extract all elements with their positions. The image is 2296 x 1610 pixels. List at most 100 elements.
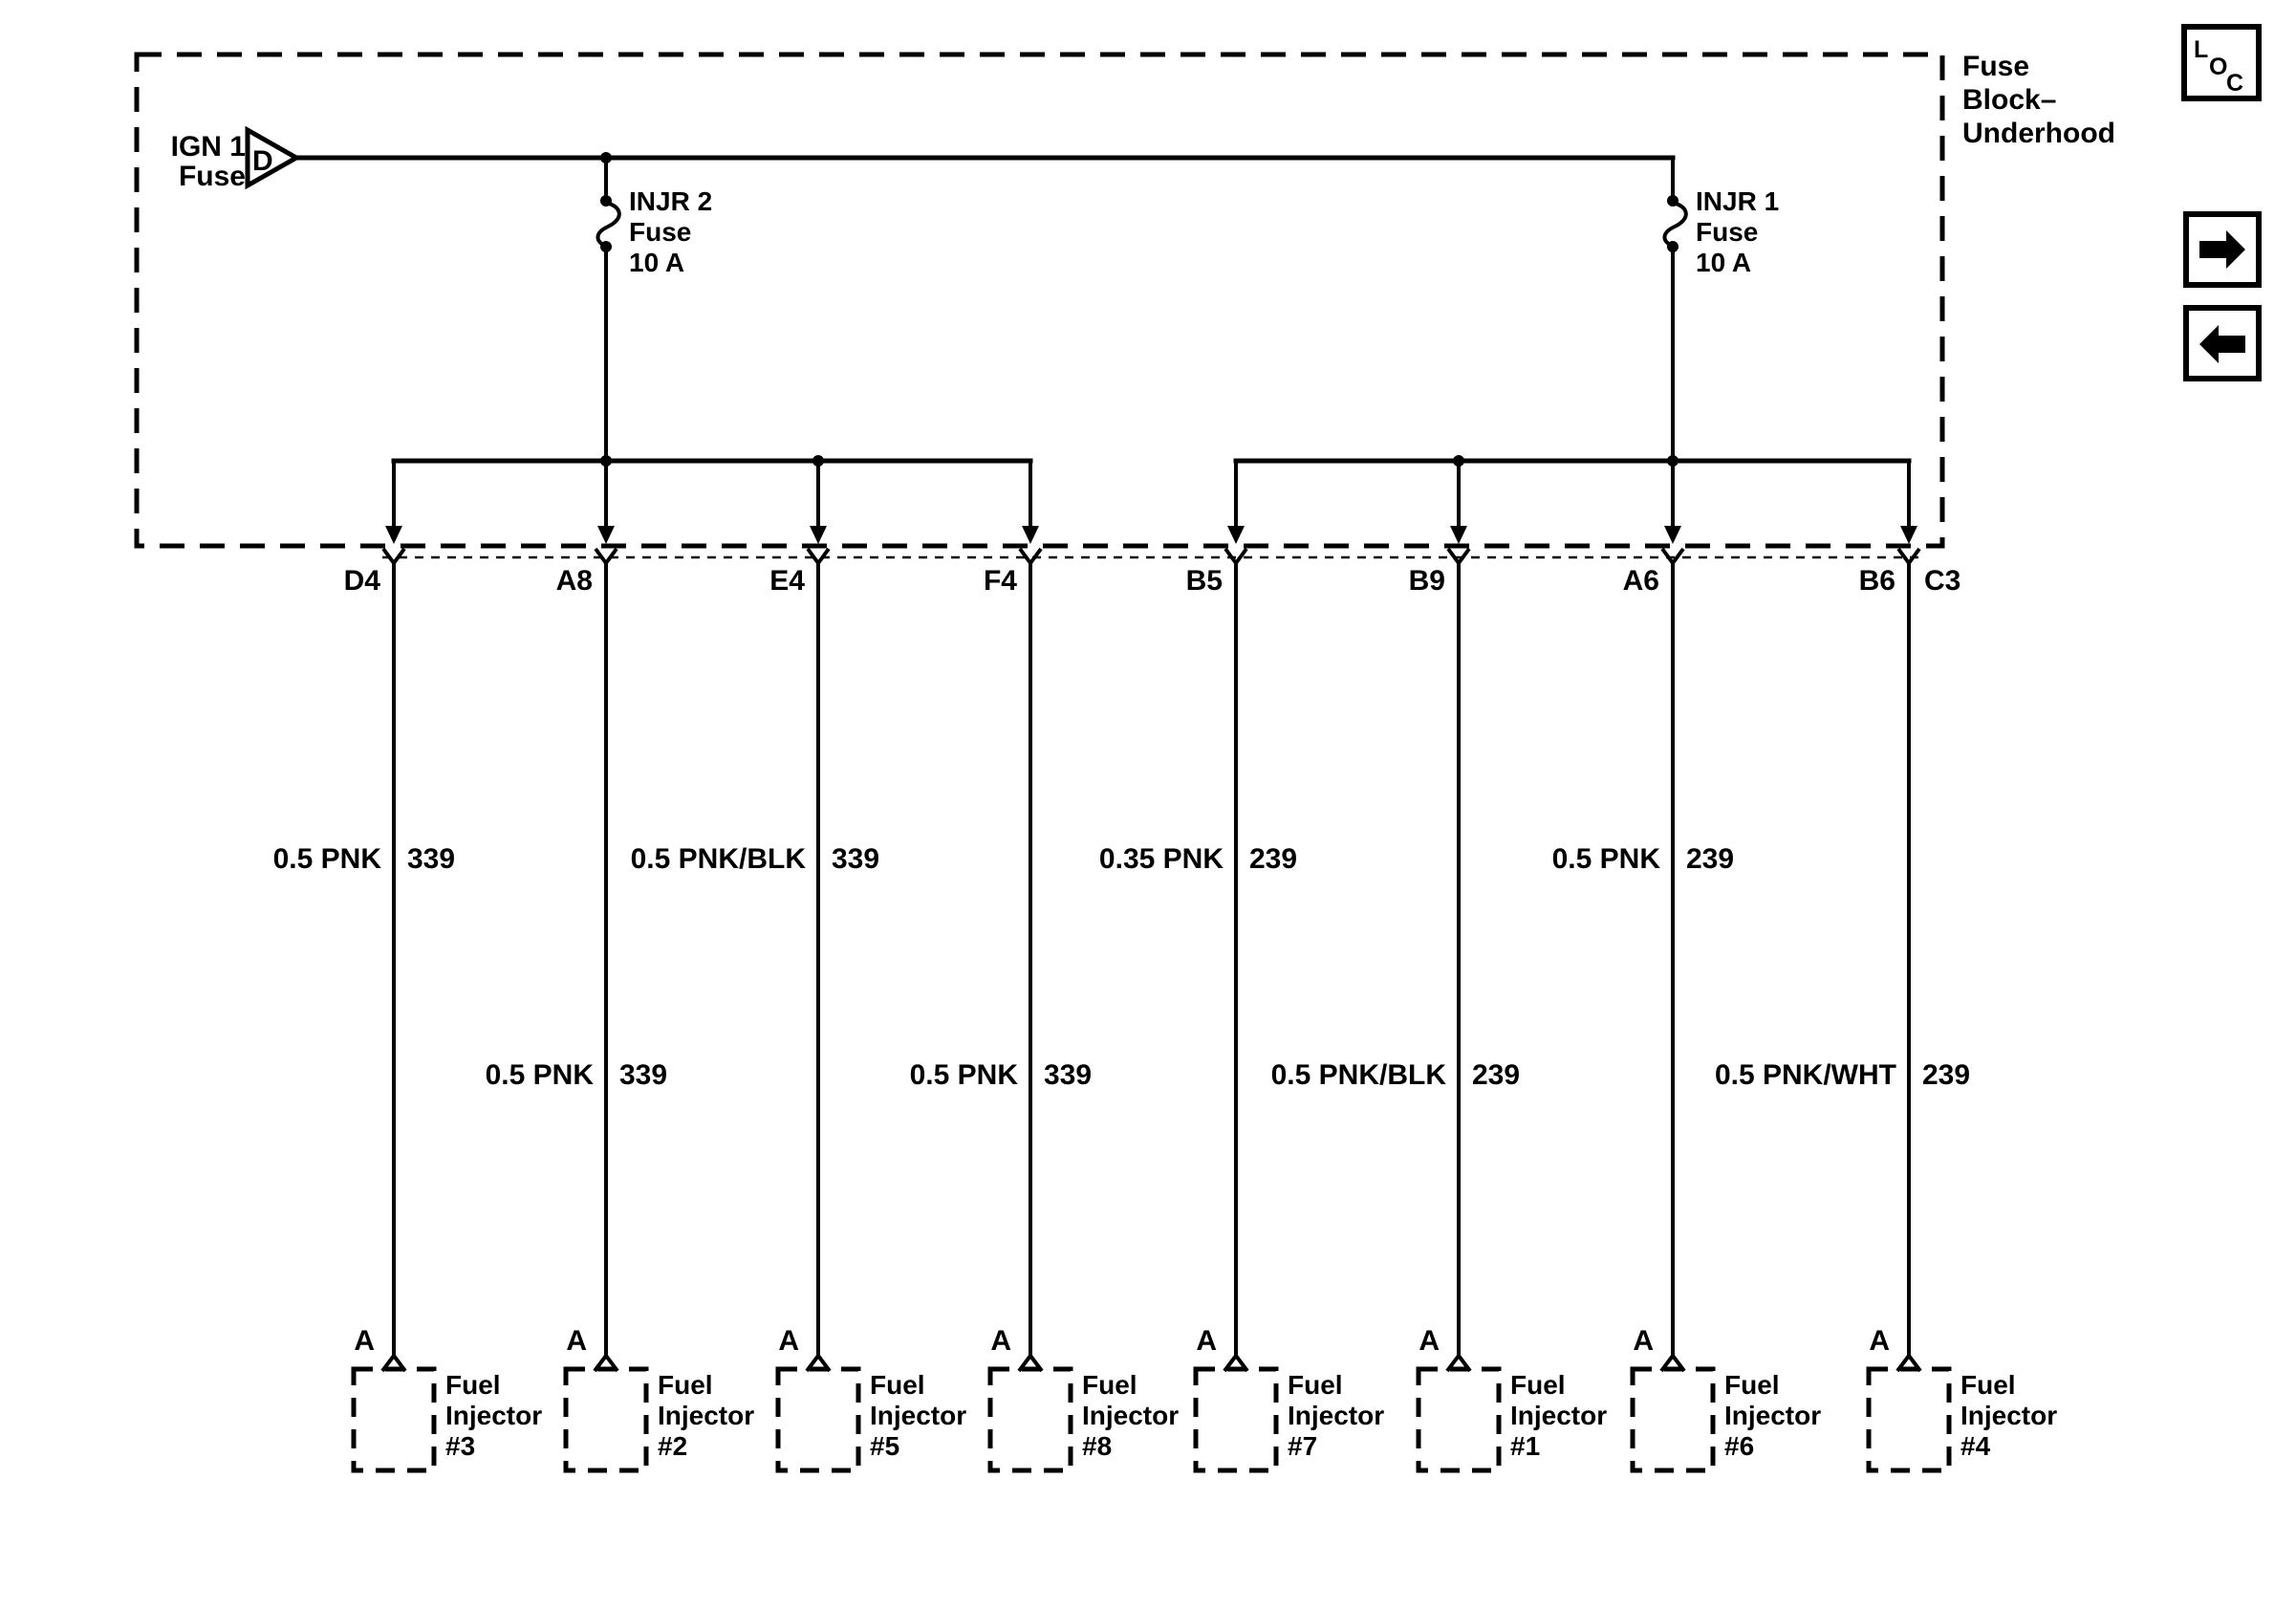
loc-letter-c: C xyxy=(2226,70,2243,97)
fuse-injr1: INJR 1 Fuse 10 A xyxy=(1662,158,1779,277)
injector-label-line2: Injector xyxy=(1960,1401,2057,1430)
connector-fork xyxy=(1896,547,1921,565)
injector-label-line1: Fuel xyxy=(1724,1370,1780,1400)
injector-label-line3: #7 xyxy=(1288,1431,1317,1461)
injector-box xyxy=(563,1366,649,1473)
injector-label-line1: Fuel xyxy=(658,1370,713,1400)
wire-color-label: 0.5 PNK xyxy=(273,843,382,875)
down-arrowhead xyxy=(1900,526,1917,544)
circuit-b9-injector-1: B9 0.5 PNK/BLK 239 A Fuel Injector #1 xyxy=(1271,461,1607,1473)
fuse-name: INJR 2 xyxy=(629,186,712,216)
circuit-a6-injector-6: A6 0.5 PNK 239 A Fuel Injector #6 xyxy=(1552,526,1821,1473)
injector-pin-label: A xyxy=(1869,1325,1890,1357)
down-arrowhead xyxy=(1450,526,1467,544)
circuit-f4-injector-8: F4 0.5 PNK 339 A Fuel Injector #8 xyxy=(910,461,1179,1473)
wire-color-label: 0.5 PNK/WHT xyxy=(1715,1059,1896,1091)
injector-label-line3: #4 xyxy=(1960,1431,1991,1461)
loc-letter-o: O xyxy=(2209,54,2227,80)
power-source-ign1: IGN 1 Fuse D xyxy=(171,125,302,192)
pin-label-b6: B6 xyxy=(1859,565,1895,597)
circuit-number-label: 339 xyxy=(407,843,455,875)
junction-dot xyxy=(600,455,612,467)
fuse-block-label-line1: Fuse xyxy=(1962,51,2029,82)
left-arrow-icon xyxy=(2199,325,2245,363)
circuit-d4-injector-3: D4 0.5 PNK 339 A Fuel Injector #3 xyxy=(273,461,542,1473)
loc-letter-l: L xyxy=(2194,36,2208,63)
injector-label-line2: Injector xyxy=(870,1401,966,1430)
circuit-number-label: 239 xyxy=(1686,843,1734,875)
pin-label-b9: B9 xyxy=(1409,565,1445,597)
injector-label-line1: Fuel xyxy=(445,1370,501,1400)
bus-left xyxy=(391,247,1033,527)
injector-label-line2: Injector xyxy=(445,1401,542,1430)
injector-box xyxy=(1866,1366,1952,1473)
connector-fork xyxy=(381,547,406,565)
injector-fork xyxy=(380,1352,407,1373)
circuit-number-label: 339 xyxy=(1044,1059,1092,1091)
injector-fork xyxy=(1223,1352,1249,1373)
down-arrowhead xyxy=(1664,526,1681,544)
connector-fork xyxy=(1224,547,1248,565)
injector-box xyxy=(1416,1366,1502,1473)
fuse-word: Fuse xyxy=(1696,217,1758,247)
pin-label-c3: C3 xyxy=(1924,565,1960,597)
injector-label-line3: #1 xyxy=(1510,1431,1540,1461)
fuse-word: Fuse xyxy=(629,217,691,247)
pin-label-a8: A8 xyxy=(556,565,593,597)
fuse-element-curve xyxy=(596,201,621,249)
injector-label-line2: Injector xyxy=(1510,1401,1607,1430)
circuit-number-label: 239 xyxy=(1472,1059,1520,1091)
pin-label-f4: F4 xyxy=(984,565,1017,597)
fuse-rating: 10 A xyxy=(629,248,684,277)
injector-label-line2: Injector xyxy=(1082,1401,1179,1430)
injector-label-line1: Fuel xyxy=(1082,1370,1137,1400)
next-page-button[interactable] xyxy=(2183,211,2262,288)
pin-label-b5: B5 xyxy=(1186,565,1223,597)
source-triangle xyxy=(245,125,302,190)
circuit-a8-injector-2: A8 0.5 PNK 339 A Fuel Injector #2 xyxy=(486,526,754,1473)
injector-label-line2: Injector xyxy=(1724,1401,1821,1430)
down-arrowhead xyxy=(385,526,402,544)
injector-pin-label: A xyxy=(1633,1325,1654,1357)
fuse-injr2: INJR 2 Fuse 10 A xyxy=(596,158,712,277)
connector-fork xyxy=(1446,547,1471,565)
loc-button[interactable]: L O C xyxy=(2181,24,2262,101)
fuse-block-label-line3: Underhood xyxy=(1962,118,2115,149)
fuse-element-curve xyxy=(1662,201,1688,249)
injector-pin-label: A xyxy=(1419,1325,1440,1357)
circuit-number-label: 239 xyxy=(1249,843,1297,875)
injector-label-line2: Injector xyxy=(658,1401,754,1430)
injector-label-line2: Injector xyxy=(1288,1401,1384,1430)
injector-pin-label: A xyxy=(1196,1325,1217,1357)
injector-fork xyxy=(1659,1352,1686,1373)
connector-fork xyxy=(594,547,618,565)
injector-label-line3: #3 xyxy=(445,1431,475,1461)
wire-color-label: 0.5 PNK xyxy=(486,1059,595,1091)
injector-label-line1: Fuel xyxy=(1960,1370,2016,1400)
connector-fork xyxy=(806,547,831,565)
source-label-line1: IGN 1 xyxy=(171,131,246,163)
previous-page-button[interactable] xyxy=(2183,305,2262,381)
injector-fork xyxy=(593,1352,619,1373)
wire-color-label: 0.5 PNK/BLK xyxy=(631,843,807,875)
connector-fork xyxy=(1660,547,1685,565)
injector-pin-label: A xyxy=(990,1325,1011,1357)
previous-page-button-box[interactable] xyxy=(2183,305,2262,381)
circuit-b5-injector-7: B5 0.35 PNK 239 A Fuel Injector #7 xyxy=(1099,461,1384,1473)
circuit-b6-injector-4: B6 C3 0.5 PNK/WHT 239 A Fuel Injector #4 xyxy=(1715,461,2057,1473)
injector-label-line1: Fuel xyxy=(1288,1370,1343,1400)
down-arrowhead xyxy=(810,526,827,544)
fuse-rating: 10 A xyxy=(1696,248,1751,277)
injector-fork xyxy=(805,1352,832,1373)
circuit-number-label: 339 xyxy=(832,843,879,875)
fuse-block-label: Fuse Block– Underhood xyxy=(1962,51,2115,149)
pin-label-e4: E4 xyxy=(769,565,805,597)
loc-button-box[interactable] xyxy=(2181,24,2262,101)
injector-fork xyxy=(1445,1352,1472,1373)
circuit-e4-injector-5: E4 0.5 PNK/BLK 339 A Fuel Injector #5 xyxy=(631,461,966,1473)
injector-box xyxy=(1630,1366,1716,1473)
fuse-block-label-line2: Block– xyxy=(1962,84,2056,116)
pin-label-d4: D4 xyxy=(344,565,381,597)
